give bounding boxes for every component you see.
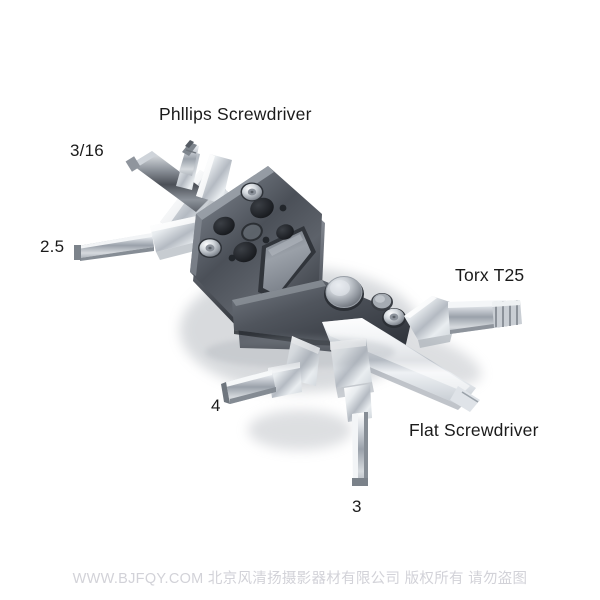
callout-phillips-screwdriver: Phllips Screwdriver bbox=[159, 104, 312, 124]
body-oval-button bbox=[371, 293, 393, 311]
callout-flat-screwdriver: Flat Screwdriver bbox=[409, 420, 539, 440]
body-holes bbox=[213, 197, 294, 263]
body-slot bbox=[258, 226, 316, 300]
copyright-watermark: WWW.BJFQY.COM 北京风清扬摄影器材有限公司 版权所有 请勿盗图 bbox=[72, 571, 528, 587]
callout-hex-3-16: 3/16 bbox=[70, 141, 104, 160]
callout-hex-4: 4 bbox=[211, 396, 221, 415]
callout-hex-3: 3 bbox=[352, 497, 362, 516]
torx-star-tip bbox=[492, 300, 522, 328]
lower-plate-screw-right bbox=[382, 308, 406, 328]
body-screws bbox=[198, 182, 264, 258]
phillips-screwdriver-bit bbox=[176, 140, 232, 204]
callout-hex-2-5: 2.5 bbox=[40, 237, 65, 256]
torx-t25-bit bbox=[404, 296, 522, 348]
contact-shadow bbox=[205, 336, 395, 368]
callout-torx-t25: Torx T25 bbox=[455, 265, 525, 285]
pivot-cap bbox=[324, 276, 364, 311]
hex-key-3-16 bbox=[125, 151, 244, 250]
